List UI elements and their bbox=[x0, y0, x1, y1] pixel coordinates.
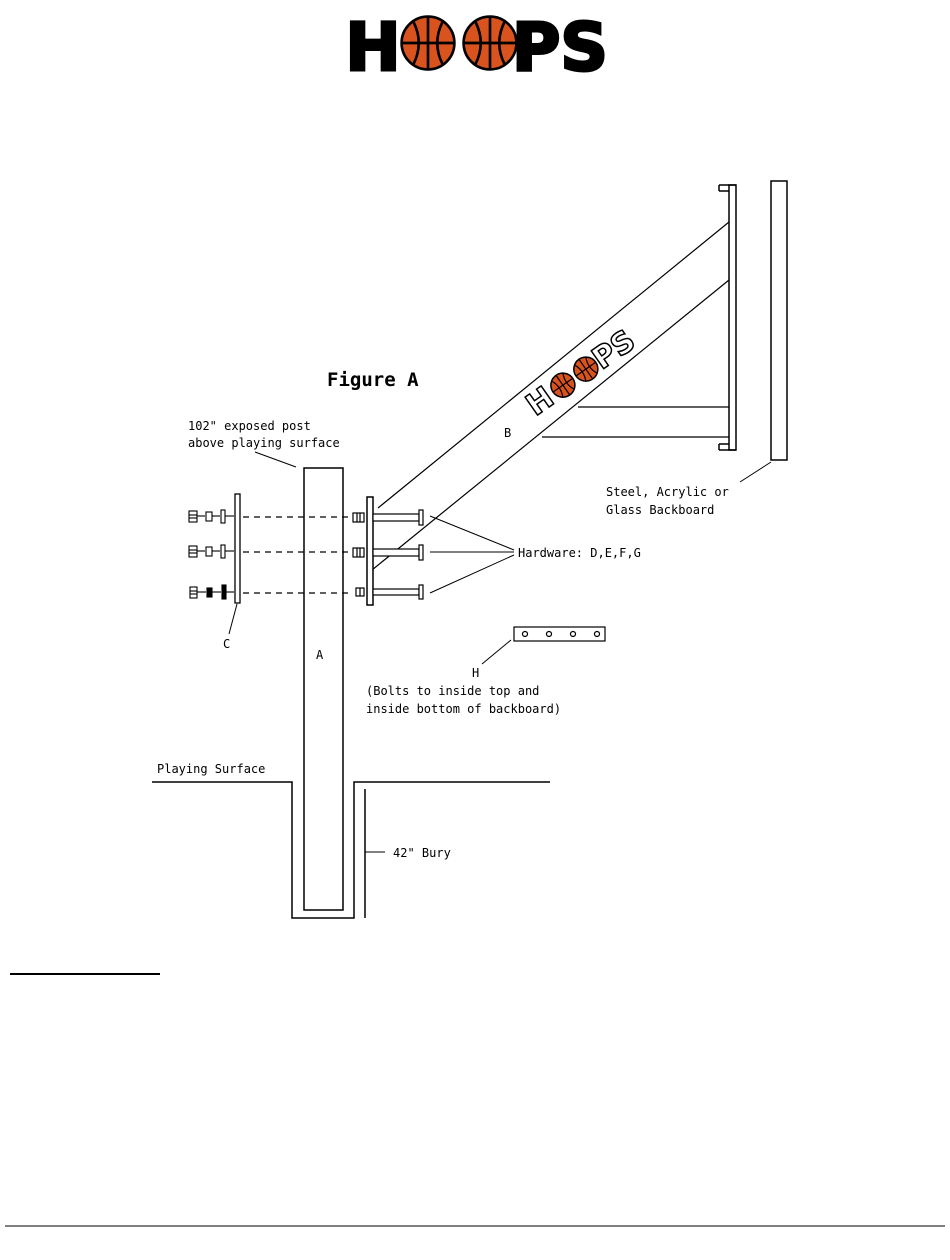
backboard-mount-channel bbox=[719, 185, 736, 450]
bury-label: 42" Bury bbox=[393, 846, 451, 860]
figure-title: Figure A bbox=[327, 369, 419, 391]
leader-hardware bbox=[430, 516, 514, 593]
logo-ball-right bbox=[464, 17, 517, 70]
leader-backboard bbox=[740, 462, 771, 482]
back-plate-c bbox=[235, 494, 240, 603]
post-a bbox=[304, 468, 343, 910]
exposed-post-label-line1: 102" exposed post bbox=[188, 419, 311, 433]
nut-washer-set-top bbox=[189, 510, 234, 523]
leader-bracket-h bbox=[482, 640, 511, 664]
bolt-bottom bbox=[356, 585, 423, 599]
playing-surface-label: Playing Surface bbox=[157, 762, 265, 776]
backboard bbox=[771, 181, 787, 460]
nut-washer-set-middle bbox=[189, 545, 234, 558]
backboard-label-line1: Steel, Acrylic or bbox=[606, 485, 729, 499]
leader-exposed-post bbox=[255, 452, 296, 467]
logo-letter-h: H bbox=[345, 9, 400, 86]
post-attachment-plate bbox=[367, 497, 373, 605]
arm-hoops-logo: H PS bbox=[520, 323, 642, 423]
nut-washer-set-bottom bbox=[190, 585, 234, 599]
bolt-top bbox=[353, 510, 423, 525]
ground-and-hole bbox=[152, 782, 550, 918]
hardware-label: Hardware: D,E,F,G bbox=[518, 546, 641, 560]
bracket-note-line1: (Bolts to inside top and bbox=[366, 684, 539, 698]
logo-ball-left bbox=[402, 17, 455, 70]
logo-letters-ps: PS bbox=[512, 9, 608, 86]
hoops-logo: H PS bbox=[345, 9, 608, 86]
backboard-label-line2: Glass Backboard bbox=[606, 503, 714, 517]
plate-label-c: C bbox=[223, 637, 230, 651]
post-label-a: A bbox=[316, 648, 324, 662]
bracket-label-h: H bbox=[472, 666, 479, 680]
leader-c bbox=[229, 604, 237, 634]
arm-label-b: B bbox=[504, 426, 511, 440]
exposed-post-label-line2: above playing surface bbox=[188, 436, 340, 450]
bracket-note-line2: inside bottom of backboard) bbox=[366, 702, 561, 716]
bracket-h bbox=[514, 627, 605, 641]
